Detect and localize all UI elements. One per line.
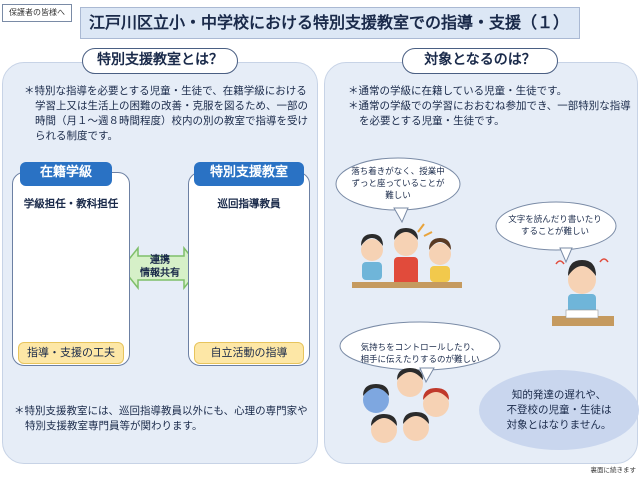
bubble-1-line-2: ずっと座っていることが bbox=[351, 179, 445, 189]
left-section-title: 特別支援教室とは？ bbox=[82, 48, 238, 74]
speech-bubble-1-text: 落ち着きがなく、授業中 ずっと座っていることが 難しい bbox=[340, 166, 456, 202]
bubble-1-line-1: 落ち着きがなく、授業中 bbox=[351, 167, 445, 177]
left-note: ＊特別支援教室には、巡回指導教員以外にも、心理の専門家や特別支援教室専門員等が関… bbox=[14, 405, 308, 432]
bubble-2-line-1: 文字を読んだり書いたり bbox=[508, 215, 602, 225]
special-support-heading: 特別支援教室 bbox=[194, 162, 304, 186]
enrolled-class-box bbox=[12, 172, 130, 366]
speech-bubble-2 bbox=[495, 201, 617, 264]
link-arrow-label-2: 情報共有 bbox=[140, 268, 180, 279]
exclusion-line-3: 対象とはなりません。 bbox=[506, 419, 612, 431]
enrolled-class-tag: 指導・支援の工夫 bbox=[18, 342, 124, 364]
speech-bubble-2-text: 文字を読んだり書いたり することが難しい bbox=[500, 214, 610, 238]
special-support-tag: 自立活動の指導 bbox=[194, 342, 304, 364]
audience-label: 保護者の皆様へ bbox=[2, 4, 72, 22]
enrolled-class-heading: 在籍学級 bbox=[20, 162, 112, 186]
right-points: ＊通常の学級に在籍している児童・生徒です。 ＊通常の学級での学習におおむね参加で… bbox=[348, 84, 638, 129]
bubble-3-line-2: 相手に伝えたりするのが難しい bbox=[360, 355, 480, 365]
speech-bubble-1 bbox=[335, 157, 461, 224]
bubble-1-line-3: 難しい bbox=[385, 191, 411, 201]
page-title: 江戸川区立小・中学校における特別支援教室での指導・支援（１） bbox=[80, 7, 580, 39]
exclusion-oval bbox=[479, 370, 639, 450]
restless-children-illustration bbox=[352, 223, 462, 288]
struggling-reader-illustration bbox=[552, 258, 614, 326]
bubble-3-line-1: 気持ちをコントロールしたり、 bbox=[360, 343, 480, 353]
link-arrow-label: 連携 情報共有 bbox=[136, 254, 184, 280]
enrolled-class-role: 学級担任・教科担任 bbox=[23, 198, 119, 210]
exclusion-line-2: 不登校の児童・生徒は bbox=[506, 404, 612, 416]
right-section-title: 対象となるのは？ bbox=[402, 48, 558, 74]
exclusion-note: 知的発達の遅れや、 不登校の児童・生徒は 対象とはなりません。 bbox=[486, 388, 632, 433]
speech-bubble-3 bbox=[339, 321, 501, 384]
continued-on-back-note: 裏面に続きます bbox=[590, 466, 637, 474]
right-point-2: ＊通常の学級での学習におおむね参加でき、一部特別な指導を必要とする児童・生徒です… bbox=[348, 100, 631, 127]
speech-bubble-3-text: 気持ちをコントロールしたり、 相手に伝えたりするのが難しい bbox=[346, 342, 494, 366]
emotion-faces-illustration bbox=[363, 368, 449, 443]
exclusion-line-1: 知的発達の遅れや、 bbox=[511, 389, 607, 401]
link-arrow-label-1: 連携 bbox=[150, 255, 170, 266]
right-point-1: ＊通常の学級に在籍している児童・生徒です。 bbox=[348, 85, 568, 97]
special-support-role: 巡回指導教員 bbox=[217, 198, 281, 210]
left-description: ＊特別な指導を必要とする児童・生徒で、在籍学級における学習上又は生活上の困難の改… bbox=[24, 85, 308, 142]
bubble-2-line-2: することが難しい bbox=[520, 227, 589, 237]
